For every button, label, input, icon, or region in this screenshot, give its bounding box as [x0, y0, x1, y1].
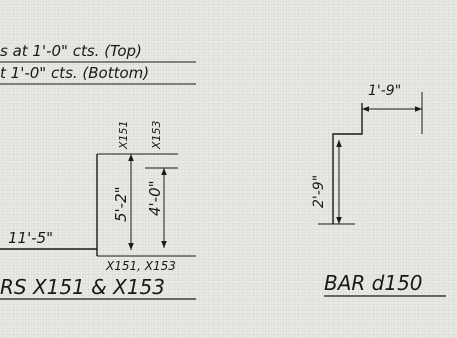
- note-top-reinforcement: s at 1'-0" cts. (Top): [0, 42, 142, 60]
- note-bottom-reinforcement: t 1'-0" cts. (Bottom): [0, 64, 149, 82]
- bar-tag-x151: X151: [117, 120, 130, 150]
- detail-title-x151-x153: RS X151 & X153: [0, 275, 165, 299]
- dimension-label-2-9: 2'-9": [311, 175, 327, 208]
- dimension-label-5-2: 5'-2": [112, 186, 130, 222]
- bar-tag-x153: X153: [150, 120, 163, 150]
- dimension-label-11-5: 11'-5": [8, 229, 53, 247]
- dimension-label-4-0: 4'-0": [146, 180, 164, 216]
- bar-mark-label: X151, X153: [105, 259, 176, 273]
- detail-title-d150: BAR d150: [324, 271, 423, 295]
- dimension-label-1-9: 1'-9": [368, 83, 401, 99]
- bar-d150-shape: [332, 103, 363, 224]
